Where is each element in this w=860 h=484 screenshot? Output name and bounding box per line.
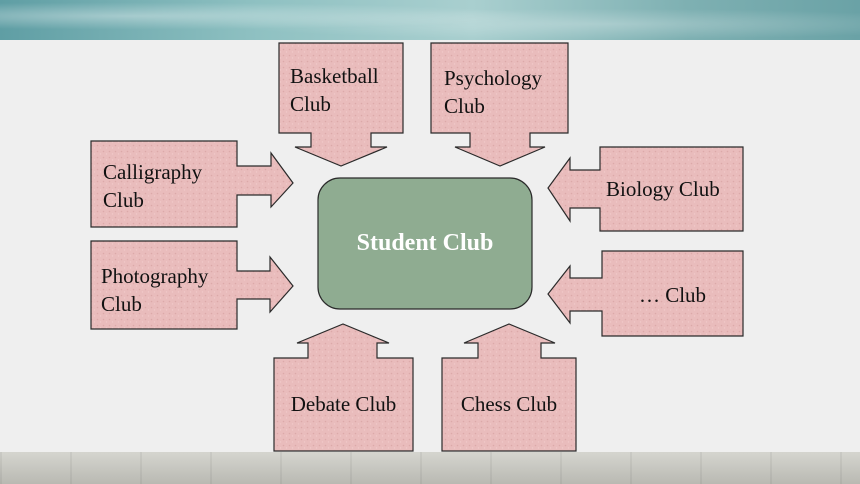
photography-club-label: Photography Club bbox=[101, 264, 209, 316]
more-club-callout bbox=[547, 250, 744, 337]
bottom-decorative-band bbox=[0, 452, 860, 484]
chess-club-label: Chess Club bbox=[460, 392, 558, 416]
biology-club-label: Biology Club bbox=[606, 177, 720, 201]
chess-club-callout bbox=[441, 323, 577, 452]
psychology-club-callout bbox=[430, 42, 569, 167]
debate-club-callout bbox=[273, 323, 414, 452]
biology-club-callout bbox=[547, 146, 744, 232]
basketball-club-label: Basketball Club bbox=[290, 64, 379, 116]
top-decorative-band bbox=[0, 0, 860, 40]
more-club-label: … Club bbox=[638, 283, 707, 307]
psychology-club-label: Psychology Club bbox=[444, 66, 543, 118]
photography-club-callout bbox=[90, 240, 294, 330]
basketball-club-callout bbox=[278, 42, 404, 167]
calligraphy-club-label: Calligraphy Club bbox=[103, 160, 203, 212]
calligraphy-club-callout bbox=[90, 140, 294, 228]
student-club-label: Student Club bbox=[356, 230, 494, 256]
student-club-center-box bbox=[317, 177, 533, 310]
debate-club-label: Debate Club bbox=[290, 392, 397, 416]
